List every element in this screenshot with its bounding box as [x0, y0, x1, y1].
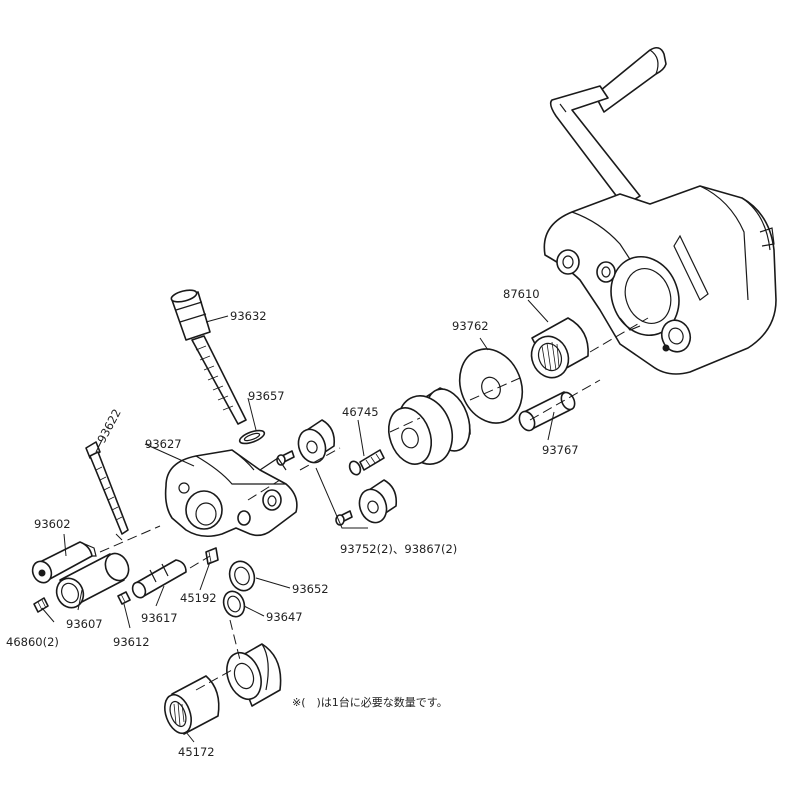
- bolt-93622: [85, 441, 129, 535]
- washer-93652: [228, 560, 256, 592]
- frame-with-crank-handle: [543, 46, 777, 375]
- set-screw-46860: [33, 597, 49, 613]
- label-46860: 46860(2): [6, 635, 59, 649]
- assembly-axes: [99, 317, 649, 691]
- label-93602: 93602: [34, 517, 71, 531]
- label-93622: 93622: [94, 407, 124, 446]
- screw-46745: [348, 449, 385, 476]
- quantity-note: ※( )は1台に必要な数量です。: [292, 695, 448, 709]
- washer-93762: [458, 348, 524, 424]
- label-93612: 93612: [113, 635, 150, 649]
- label-93647: 93647: [266, 610, 303, 624]
- needle-bearing-45172: [164, 675, 220, 735]
- grooved-roller-large: [387, 387, 471, 465]
- label-93607: 93607: [66, 617, 103, 631]
- sleeve-93607: [55, 552, 130, 609]
- pin-93617: [131, 559, 187, 599]
- small-roller-upper: [276, 419, 336, 466]
- adjusting-screw-93632: [170, 289, 247, 425]
- label-45192: 45192: [180, 591, 217, 605]
- grooved-roller-lower: [226, 643, 282, 707]
- needle-bearing-87610: [530, 317, 589, 379]
- ring-93657: [238, 429, 266, 445]
- label-93627: 93627: [145, 437, 182, 451]
- arm-block-93627: [164, 449, 298, 538]
- label-45172: 45172: [178, 745, 215, 759]
- label-87610: 87610: [503, 287, 540, 301]
- shaft-93602: [31, 541, 97, 584]
- nut-45192: [205, 547, 219, 565]
- label-93657: 93657: [248, 389, 285, 403]
- label-93752-93867: 93752(2)、93867(2): [340, 542, 457, 556]
- label-93767: 93767: [542, 443, 579, 457]
- label-93632: 93632: [230, 309, 267, 323]
- label-93762: 93762: [452, 319, 489, 333]
- label-93652: 93652: [292, 582, 329, 596]
- screw-93612: [117, 591, 131, 605]
- label-93617: 93617: [141, 611, 178, 625]
- pin-93767: [518, 391, 576, 432]
- leader-lines: [41, 299, 555, 743]
- small-roller-lower: [335, 479, 398, 526]
- washer-93647: [222, 590, 246, 618]
- label-46745: 46745: [342, 405, 379, 419]
